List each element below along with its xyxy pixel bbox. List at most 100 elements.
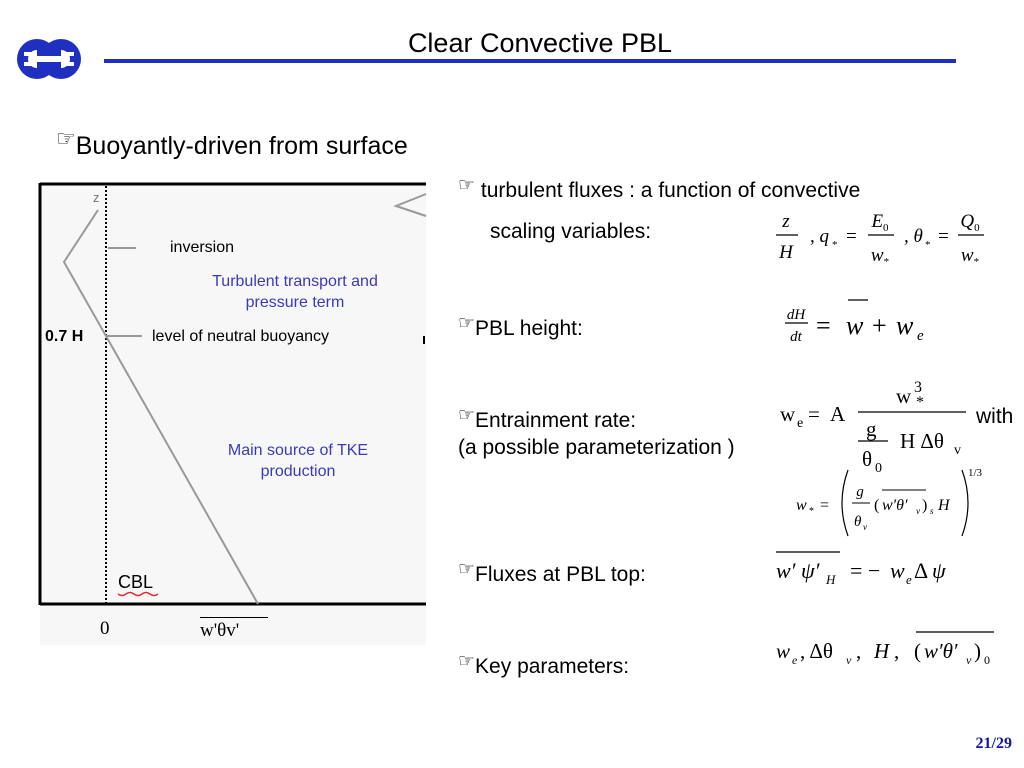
svg-text:1/3: 1/3: [968, 467, 983, 479]
svg-text:e: e: [917, 328, 924, 344]
scaling-formula: z H , q * = E0 w* , θ * = Q0 w*: [776, 211, 984, 268]
svg-text:dH: dH: [787, 307, 807, 323]
svg-text:θ: θ: [862, 447, 872, 471]
svg-text:Q0: Q0: [960, 211, 980, 234]
bullet-entrainment: ☞Entrainment rate:: [458, 404, 637, 432]
pointing-hand-icon: ☞: [56, 127, 76, 152]
svg-text:*: *: [832, 239, 838, 251]
svg-text:e: e: [797, 416, 803, 431]
svg-text:(: (: [874, 497, 879, 514]
pointing-hand-icon: ☞: [458, 558, 476, 580]
pointing-hand-icon: ☞: [458, 174, 476, 196]
bullet-fluxes-cont: scaling variables:: [490, 220, 652, 243]
x-zero-label: 0: [100, 618, 110, 639]
svg-text:w′ ψ′: w′ ψ′: [776, 558, 821, 583]
plot-y-top: z: [93, 190, 100, 205]
svg-text:w*: w*: [871, 245, 889, 268]
svg-text:H: H: [778, 242, 794, 263]
svg-text:v: v: [916, 506, 920, 516]
svg-text:*: *: [916, 394, 924, 411]
svg-text:ψ: ψ: [932, 558, 946, 583]
svg-text:g: g: [866, 417, 877, 441]
svg-text:E0: E0: [870, 211, 889, 234]
flux-profile-figure: [40, 183, 426, 645]
pointing-hand-icon: ☞: [458, 650, 476, 672]
bullet-pbl-height: ☞PBL height:: [458, 312, 583, 340]
entrainment-with: with: [976, 405, 1014, 428]
svg-text:w: w: [776, 639, 790, 663]
svg-text:(: (: [914, 639, 921, 663]
bullet-key-params: ☞Key parameters:: [458, 650, 630, 678]
cbl-underline: [117, 591, 159, 597]
svg-text:θ: θ: [854, 514, 862, 530]
title-underline: [104, 59, 956, 63]
svg-text:,: ,: [894, 639, 899, 663]
svg-text:v: v: [846, 653, 852, 667]
svg-text:=: =: [846, 226, 857, 247]
svg-text:w: w: [796, 497, 807, 514]
svg-text:,: ,: [856, 639, 861, 663]
svg-text:*: *: [925, 239, 931, 251]
pointing-hand-icon: ☞: [458, 312, 476, 334]
flux-profile-plot: [38, 182, 427, 606]
fluxes-top-formula: w′ ψ′ H = − w e Δ ψ: [776, 551, 946, 587]
svg-text:, q: , q: [810, 226, 830, 247]
ecmwf-logo: [17, 39, 81, 79]
svg-text:v: v: [966, 653, 972, 667]
svg-text:A: A: [830, 402, 846, 426]
svg-text:v: v: [863, 522, 867, 532]
x-axis-label: w'θv': [200, 617, 268, 642]
bullet-fluxes-top: ☞Fluxes at PBL top:: [458, 558, 646, 586]
svg-text:v: v: [954, 443, 961, 458]
tke-label: Main source of TKE production: [227, 442, 369, 480]
neutral-buoyancy-label: level of neutral buoyancy: [152, 328, 329, 345]
main-bullet: ☞Buoyantly-driven from surface: [56, 127, 408, 161]
svg-text:, Δθ: , Δθ: [800, 639, 833, 663]
bullet-entrainment-cont: (a possible parameterization ): [458, 436, 735, 459]
svg-text:0: 0: [984, 653, 990, 667]
entrainment-formula: w e = A w 3 * g θ 0 H Δθ v: [780, 379, 966, 476]
svg-text:, θ: , θ: [904, 226, 923, 247]
svg-text:e: e: [792, 653, 798, 667]
svg-text:=: =: [816, 311, 831, 340]
svg-text:w: w: [896, 311, 914, 340]
svg-text:H Δθ: H Δθ: [900, 429, 944, 453]
svg-text:w: w: [780, 402, 796, 426]
svg-text:e: e: [906, 572, 912, 587]
svg-text:Δ: Δ: [914, 558, 928, 583]
flux-profile-curve: [62, 209, 259, 605]
svg-text:z: z: [781, 211, 790, 232]
svg-text:+: +: [872, 311, 887, 340]
svg-text:*: *: [809, 506, 814, 517]
upper-right-curve: [393, 193, 427, 217]
svg-text:): ): [974, 639, 981, 663]
svg-text:H: H: [825, 572, 836, 587]
svg-text:=: =: [808, 402, 820, 426]
svg-text:=: =: [820, 497, 829, 514]
pbl-height-formula: dH dt = w + w e: [785, 299, 924, 345]
svg-text:H: H: [937, 497, 951, 514]
slide-title: Clear Convective PBL: [407, 28, 673, 58]
svg-text:w: w: [896, 384, 912, 408]
svg-text:w′θ′: w′θ′: [924, 639, 958, 663]
bullet-fluxes: ☞ turbulent fluxes : a function of conve…: [458, 174, 861, 202]
svg-text:s: s: [930, 506, 934, 516]
svg-text:w: w: [890, 558, 905, 583]
svg-text:3: 3: [914, 379, 922, 396]
convective-velocity-formula: w * = g θ v ( w′θ′ v ) s H 1/3: [796, 467, 983, 537]
svg-text:H: H: [873, 639, 891, 663]
svg-text:= −: = −: [850, 558, 880, 583]
svg-text:dt: dt: [790, 329, 803, 345]
svg-text:0: 0: [875, 461, 882, 476]
svg-text:w*: w*: [961, 245, 979, 268]
inversion-label: inversion: [170, 239, 235, 256]
key-params-formula: w e , Δθ v , H , ( w′θ′ v ) 0: [776, 631, 994, 667]
page-number: 21/29: [975, 735, 1012, 752]
svg-text:g: g: [856, 484, 864, 500]
transport-label: Turbulent transport and pressure term: [212, 273, 378, 311]
cbl-label: CBL: [118, 572, 154, 592]
pointing-hand-icon: ☞: [458, 404, 476, 426]
svg-text:=: =: [938, 226, 949, 247]
svg-text:w′θ′: w′θ′: [882, 497, 908, 514]
height-07h-label: 0.7 H: [45, 328, 84, 345]
